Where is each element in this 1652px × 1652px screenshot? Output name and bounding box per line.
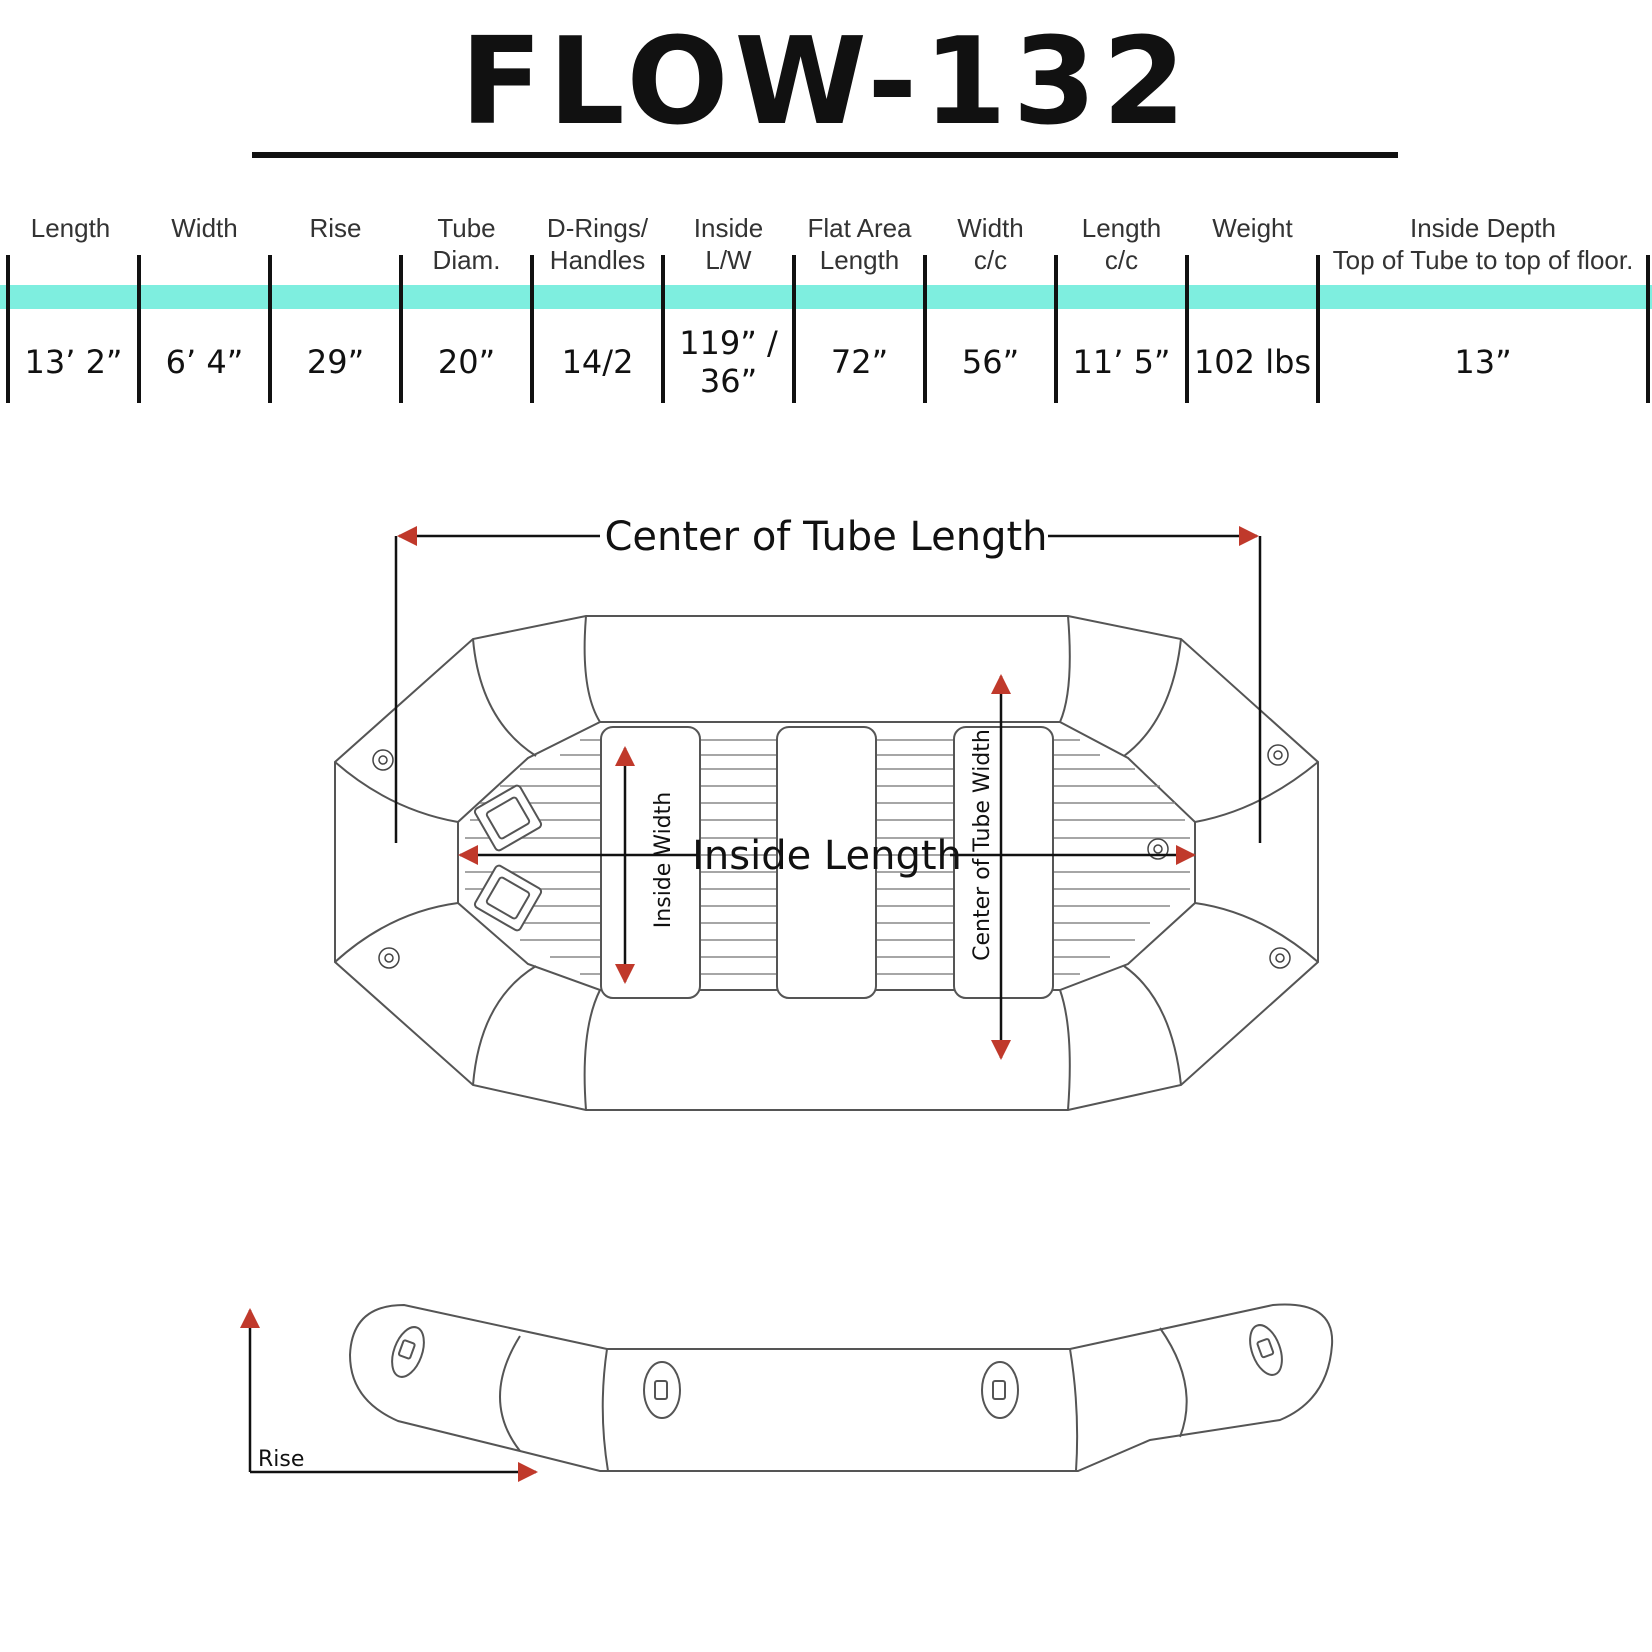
column-divider: [661, 255, 665, 403]
spec-header-d-rings: D-Rings/ Handles: [546, 213, 649, 275]
spec-header-width-cc: Width c/c: [957, 213, 1024, 275]
spec-header-length-cc: Length c/c: [1081, 213, 1162, 275]
spec-header-weight: Weight: [1212, 213, 1293, 243]
column-divider: [6, 255, 10, 403]
spec-value-width: 6’ 4”: [165, 343, 244, 381]
label-center-of-tube-width: Center of Tube Width: [970, 729, 995, 961]
label-rise: Rise: [258, 1447, 304, 1472]
column-divider: [1185, 255, 1189, 403]
label-inside-width: Inside Width: [651, 792, 676, 928]
spec-value-length: 13’ 2”: [24, 343, 123, 381]
column-divider: [1646, 255, 1650, 403]
spec-header-inside-lw: Inside L/W: [693, 213, 764, 275]
spec-header-rise: Rise: [309, 213, 362, 243]
raft-side-hull: [348, 1303, 1334, 1472]
spec-value-rise: 29”: [306, 343, 365, 381]
spec-header-width: Width: [171, 213, 238, 243]
column-divider: [268, 255, 272, 403]
label-inside-length: Inside Length: [692, 833, 962, 879]
side-handle-icon: [391, 1324, 1283, 1419]
title-underline: [252, 152, 1398, 158]
seat-lower: [473, 864, 543, 932]
spec-value-flat-area: 72”: [830, 343, 889, 381]
spec-value-width-cc: 56”: [961, 343, 1020, 381]
column-divider: [923, 255, 927, 403]
spec-header-tube-diam: Tube Diam.: [432, 213, 501, 275]
spec-header-inside-depth: Inside Depth Top of Tube to top of floor…: [1332, 213, 1634, 275]
raft-side-view: [348, 1303, 1334, 1472]
spec-value-d-rings: 14/2: [561, 343, 634, 381]
rise-axes: [240, 1308, 538, 1482]
column-divider: [1054, 255, 1058, 403]
column-divider: [530, 255, 534, 403]
column-divider: [1316, 255, 1320, 403]
spec-value-tube-diam: 20”: [437, 343, 496, 381]
product-title: FLOW-132: [460, 13, 1192, 152]
spec-header-length: Length: [30, 213, 111, 243]
thwart-right: [953, 726, 1054, 999]
spec-header-flat-area: Flat Area Length: [807, 213, 912, 275]
dimension-lines: [394, 526, 1262, 1060]
spec-value-length-cc: 11’ 5”: [1072, 343, 1171, 381]
column-divider: [399, 255, 403, 403]
spec-value-weight: 102 lbs: [1193, 343, 1312, 381]
valve-icon: [372, 744, 1291, 969]
spec-color-band: [0, 285, 1652, 309]
column-divider: [137, 255, 141, 403]
label-center-of-tube-length: Center of Tube Length: [604, 514, 1047, 560]
thwart-center: [776, 726, 877, 999]
seat-upper: [473, 784, 543, 852]
spec-value-inside-depth: 13”: [1454, 343, 1512, 381]
spec-value-inside-lw: 119” / 36”: [679, 324, 778, 400]
column-divider: [792, 255, 796, 403]
